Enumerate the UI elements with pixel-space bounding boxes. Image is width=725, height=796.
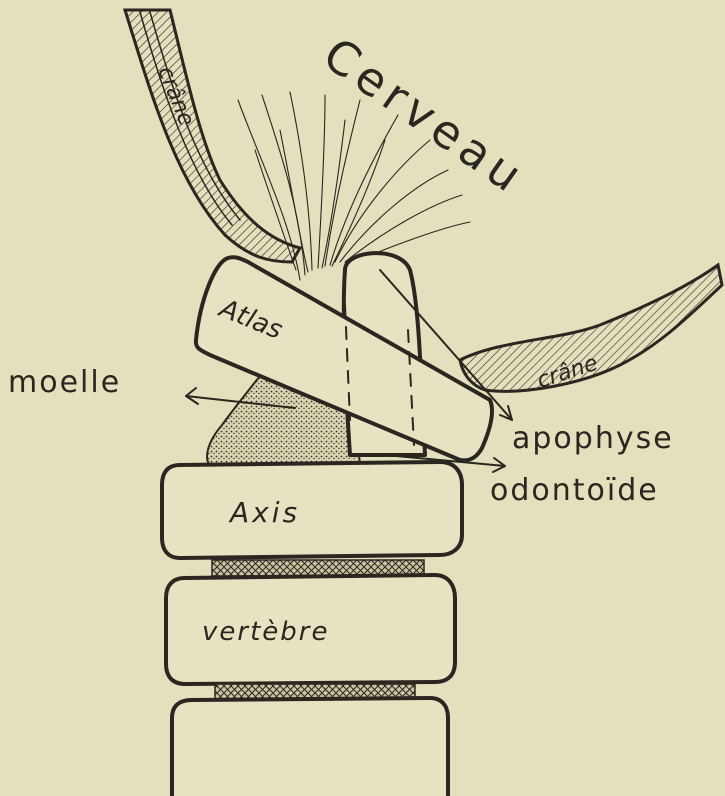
vertebre-label: vertèbre: [202, 617, 329, 647]
axis-shape: [162, 462, 462, 558]
odontoide-label: odontoïde: [490, 473, 659, 508]
crane-left-shape: [125, 10, 300, 262]
apophyse-label: apophyse: [512, 421, 674, 456]
bottom-vertebra-shape: [172, 698, 448, 796]
cerveau-label: Cerveau: [314, 27, 537, 206]
moelle-label: moelle: [8, 365, 121, 400]
axis-label: Axis: [228, 496, 300, 529]
